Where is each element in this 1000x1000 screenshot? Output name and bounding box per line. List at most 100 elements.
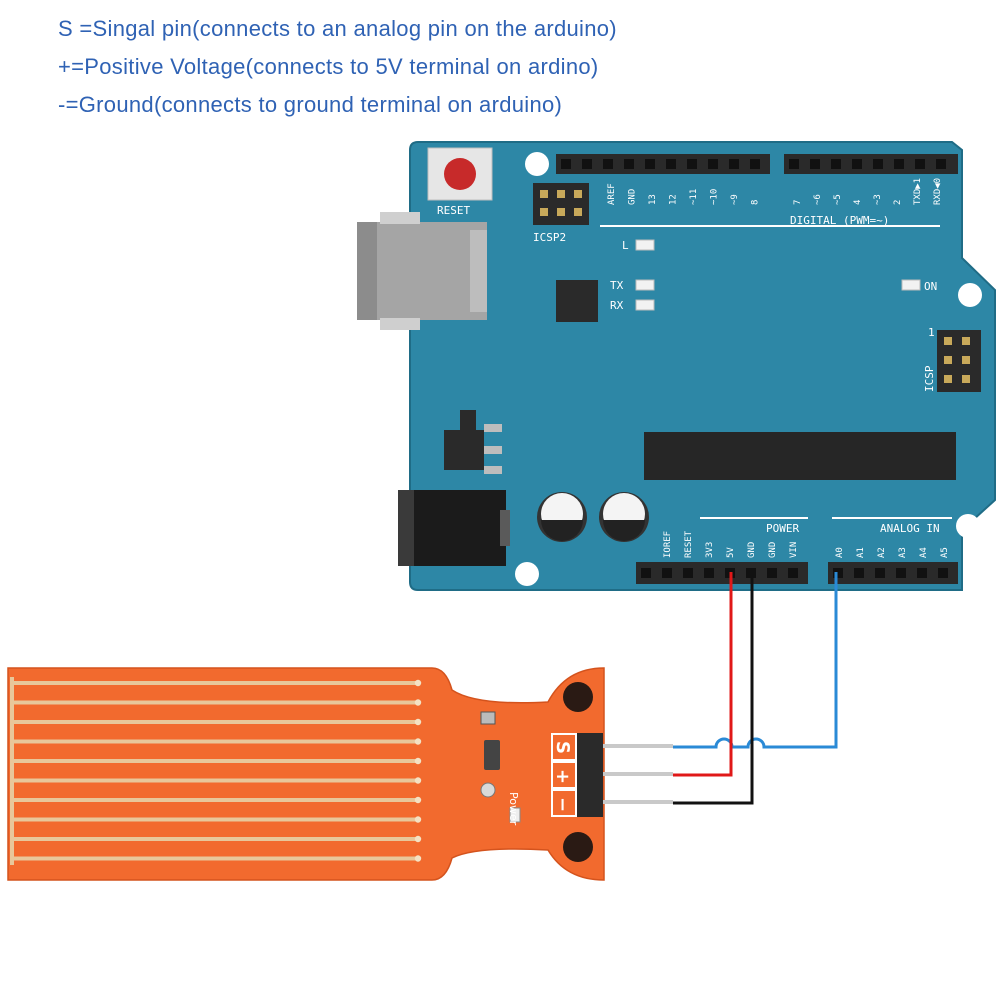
header-hole [789,159,799,169]
mounting-hole [515,562,539,586]
header-hole [917,568,927,578]
digital-pin-label-4: ~11 [689,189,699,205]
pin-label-ground: − [552,797,573,812]
reset-button[interactable]: RESET [427,147,493,217]
analog-pin-label-1: A1 [856,547,866,558]
digital-pin-label-6: ~9 [730,194,740,205]
sensor-pin-labels: S + − [551,733,577,817]
sensor-trace [10,817,420,822]
digital-pin-label-2: 13 [648,194,658,205]
usb-chip [556,280,598,322]
microcontroller-chip [644,432,956,480]
sensor-via [414,835,422,843]
pin-label-positive: + [552,769,573,784]
sensor-via [414,718,422,726]
led-rx: RX [610,299,655,312]
mounting-hole [958,283,982,307]
icsp-pin1-label: 1 [928,326,935,339]
sensor-via [414,699,422,706]
header-hole [852,159,862,169]
power-pin-label-3: 5V [726,547,736,558]
digital-pin-label-1: ~6 [813,194,823,205]
header-hole [873,159,883,169]
digital-header-left [556,154,770,174]
power-pin-label-6: VIN [789,542,799,558]
led-on: ON [901,279,937,293]
sensor-trace [10,720,420,724]
analog-pin-label-4: A4 [919,547,929,558]
header-hole [662,568,672,578]
sensor-trace [10,856,420,861]
digital-pin-label-6: TXD▶1 [913,178,923,205]
header-hole [810,159,820,169]
header-hole [831,159,841,169]
digital-pin-label-7: 8 [751,200,761,205]
header-hole [854,568,864,578]
power-pin-label-2: 3V3 [705,542,715,558]
header-hole [938,568,948,578]
signal-wire [673,572,838,749]
icsp2-label: ICSP2 [533,231,566,244]
sensor-trace [10,798,420,802]
analog-pin-label-5: A5 [940,547,950,558]
power-pin-label-5: GND [768,542,778,558]
ground-wire [673,572,754,805]
power-header [636,562,808,584]
legend-ground-pin: -=Ground(connects to ground terminal on … [58,92,563,117]
digital-pin-label-1: GND [628,189,638,205]
icsp2-header: ICSP2 [533,183,589,244]
mounting-hole [563,832,593,862]
digital-pin-label-3: 12 [669,194,679,205]
sensor-via [414,855,422,862]
capacitor [537,492,587,542]
digital-pin-label-2: ~5 [833,194,843,205]
header-hole [641,568,651,578]
power-wire-5v [673,572,733,777]
digital-pin-label-5: 2 [893,200,903,205]
sensor-via [414,738,422,745]
digital-pin-label-0: 7 [793,200,803,205]
header-hole [915,159,925,169]
sensor-via [414,796,422,804]
pin-legend: S =Singal pin(connects to an analog pin … [58,12,617,126]
digital-label: DIGITAL (PWM=~) [790,214,889,227]
analog-header [828,562,958,584]
pin-label-signal: S [552,741,573,754]
mounting-hole [956,514,980,538]
capacitor [599,492,649,542]
power-label: POWER [766,522,799,535]
header-hole [894,159,904,169]
sensor-header-pins [577,733,673,817]
header-hole [708,159,718,169]
header-hole [582,159,592,169]
usb-connector [357,212,487,330]
analog-pin-label-2: A2 [877,547,887,558]
header-hole [896,568,906,578]
header-hole [788,568,798,578]
sensor-trace [10,837,420,841]
sensor-trace [10,681,420,685]
led-on-label: ON [924,280,937,293]
digital-pin-label-3: 4 [853,200,863,205]
power-silk-label: Power [507,792,520,826]
icsp-label: ICSP [923,365,936,392]
led-l: L [622,239,655,252]
header-hole [624,159,634,169]
header-hole [645,159,655,169]
mounting-hole [563,682,593,712]
digital-header-right [784,154,958,174]
digital-pin-label-0: AREF [607,183,617,205]
water-level-sensor: Power S + − [7,667,673,881]
header-hole [687,159,697,169]
led-tx-label: TX [610,279,624,292]
led-rx-label: RX [610,299,624,312]
sensor-via [414,816,422,823]
header-hole [875,568,885,578]
legend-positive-pin: +=Positive Voltage(connects to 5V termin… [58,54,599,79]
sensor-trace [10,759,420,763]
header-hole [561,159,571,169]
power-pin-label-1: RESET [684,530,694,558]
analog-in-label: ANALOG IN [880,522,940,535]
